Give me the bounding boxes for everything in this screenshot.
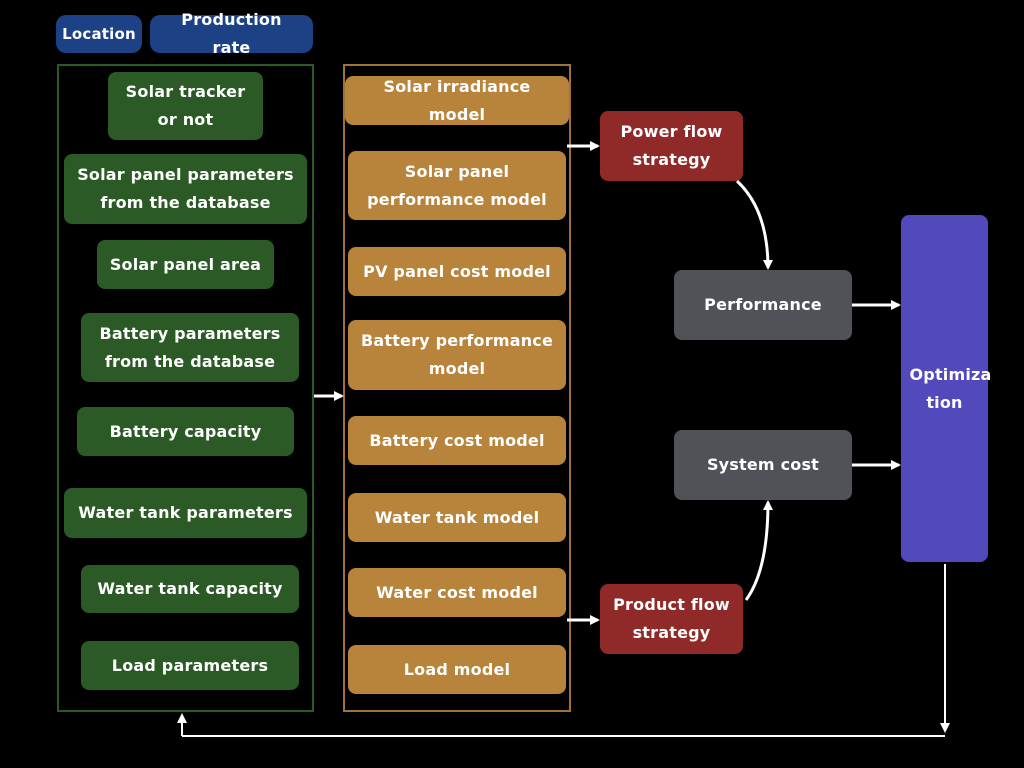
battery-capacity-label: Battery capacity xyxy=(109,421,262,441)
solar-panel-params-box: Solar panel parameters from the database xyxy=(64,154,307,224)
battery-performance-model-label: Battery performance model xyxy=(360,331,554,378)
load-parameters-box: Load parameters xyxy=(81,641,299,690)
location-box: Location xyxy=(56,15,142,53)
water-tank-model-box: Water tank model xyxy=(348,493,566,542)
system-cost-label: System cost xyxy=(706,455,820,474)
product-flow-strategy-box: Product flow strategy xyxy=(600,584,743,654)
water-tank-model-label: Water tank model xyxy=(374,507,540,527)
optimization-box: Optimiza tion xyxy=(901,215,992,562)
power-flow-strategy-label: Power flow strategy xyxy=(620,122,723,169)
battery-params-label: Battery parameters from the database xyxy=(99,323,281,371)
solar-panel-performance-model-box: Solar panel performance model xyxy=(348,151,566,220)
solar-tracker-label: Solar tracker or not xyxy=(125,82,246,129)
performance-label: Performance xyxy=(704,295,822,314)
battery-performance-model-box: Battery performance model xyxy=(348,320,566,390)
models-group xyxy=(343,64,571,712)
water-tank-params-box: Water tank parameters xyxy=(64,488,307,538)
solar-panel-performance-model-label: Solar panel performance model xyxy=(367,161,547,209)
water-tank-params-label: Water tank parameters xyxy=(78,503,293,522)
pv-panel-cost-model-box: PV panel cost model xyxy=(348,247,566,296)
solar-panel-params-label: Solar panel parameters from the database xyxy=(77,165,294,212)
water-cost-model-box: Water cost model xyxy=(348,568,566,617)
optimization-label: Optimiza tion xyxy=(909,364,992,412)
load-model-box: Load model xyxy=(348,645,566,694)
water-cost-model-label: Water cost model xyxy=(376,582,538,602)
arrow-product-flow-to-system-cost xyxy=(744,500,773,601)
performance-box: Performance xyxy=(674,270,852,340)
battery-params-box: Battery parameters from the database xyxy=(81,313,299,382)
load-parameters-label: Load parameters xyxy=(111,655,269,675)
product-flow-strategy-label: Product flow strategy xyxy=(613,595,730,642)
water-tank-capacity-label: Water tank capacity xyxy=(97,579,283,598)
solar-irradiance-model-box: Solar irradiance model xyxy=(345,76,569,125)
solar-tracker-box: Solar tracker or not xyxy=(108,72,263,140)
battery-cost-model-box: Battery cost model xyxy=(348,416,566,465)
power-flow-strategy-box: Power flow strategy xyxy=(600,111,743,181)
battery-cost-model-label: Battery cost model xyxy=(369,430,545,450)
production-rate-box: Production rate xyxy=(150,10,313,57)
solar-irradiance-model-label: Solar irradiance model xyxy=(383,76,531,124)
water-tank-capacity-box: Water tank capacity xyxy=(81,565,299,613)
solar-panel-area-box: Solar panel area xyxy=(97,240,274,289)
pv-panel-cost-model-label: PV panel cost model xyxy=(363,261,551,281)
input-parameters-group xyxy=(57,64,314,712)
location-label: Location xyxy=(62,25,136,43)
arrow-power-flow-to-performance xyxy=(735,179,773,270)
solar-panel-area-label: Solar panel area xyxy=(109,254,262,274)
production-rate-label: Production rate xyxy=(181,10,282,57)
system-cost-box: System cost xyxy=(674,430,852,500)
load-model-label: Load model xyxy=(403,659,511,679)
battery-capacity-box: Battery capacity xyxy=(77,407,294,456)
